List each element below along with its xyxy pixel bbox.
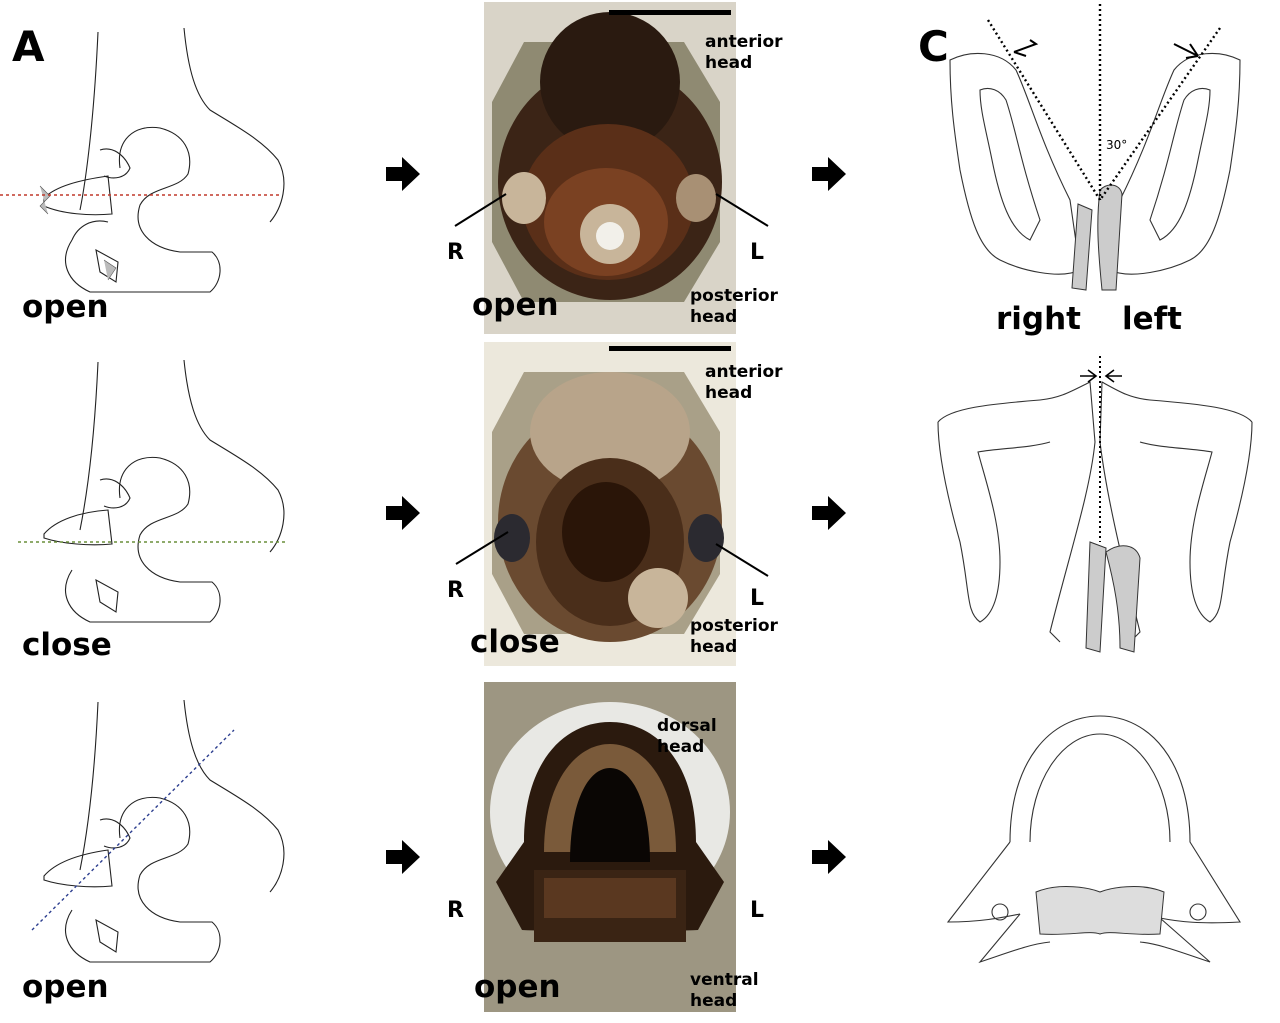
angle-label: 30°	[1106, 138, 1128, 152]
label-left: left	[1122, 301, 1182, 337]
section-drawing-close-frontal	[937, 356, 1253, 653]
leader-line-l-1	[715, 193, 769, 227]
panel-letter-a: A	[12, 22, 45, 71]
arrow-icon	[812, 840, 846, 874]
arrow-icon	[1013, 39, 1039, 57]
label-ventral-head: ventral head	[690, 970, 759, 1012]
section-drawing-open-sagittal	[946, 715, 1241, 964]
scale-bar	[609, 10, 731, 15]
scale-bar	[609, 346, 731, 351]
arrow-icon	[1104, 369, 1122, 383]
label-a-open-1: open	[22, 289, 109, 325]
arrow-icon	[1080, 369, 1098, 383]
label-a-open-2: open	[22, 969, 109, 1005]
label-l-2: L	[750, 586, 765, 611]
label-r-1: R	[447, 240, 464, 265]
label-a-close: close	[22, 627, 112, 663]
label-right: right	[996, 301, 1081, 337]
arrow-icon	[812, 157, 846, 191]
angle-line-right	[986, 19, 1102, 201]
arrow-icon	[812, 496, 846, 530]
head-side-drawing-open-frontal	[0, 27, 285, 293]
label-anterior-head-2: anterior head	[705, 362, 783, 404]
angle-line-left	[1099, 27, 1221, 201]
arrow-icon	[1173, 43, 1199, 59]
arrow-icon	[386, 496, 420, 530]
label-anterior-head-1: anterior head	[705, 32, 783, 74]
leader-line-l-2	[715, 543, 769, 577]
label-b-open-1: open	[472, 287, 559, 323]
arrow-icon	[386, 840, 420, 874]
section-line-blue	[31, 729, 235, 931]
label-r-3: R	[447, 898, 464, 923]
label-r-2: R	[447, 578, 464, 603]
head-side-drawing-open-sagittal	[31, 699, 285, 963]
head-side-drawing-close	[18, 359, 286, 623]
section-drawing-open-frontal	[949, 4, 1241, 291]
leader-line-r-1	[454, 193, 507, 227]
arrow-icon	[386, 157, 420, 191]
panel-letter-c: C	[918, 22, 949, 71]
photo-section-open-sagittal	[484, 682, 736, 1012]
label-l-3: L	[750, 898, 765, 923]
label-posterior-head-2: posterior head	[690, 616, 778, 658]
photo-section-close-frontal	[484, 342, 736, 666]
label-posterior-head-1: posterior head	[690, 286, 778, 328]
photo-section-open-frontal	[484, 2, 736, 334]
label-b-close: close	[470, 624, 560, 660]
leader-line-r-2	[455, 531, 509, 565]
label-l-1: L	[750, 240, 765, 265]
label-dorsal-head: dorsal head	[657, 716, 717, 758]
label-b-open-2: open	[474, 969, 561, 1005]
